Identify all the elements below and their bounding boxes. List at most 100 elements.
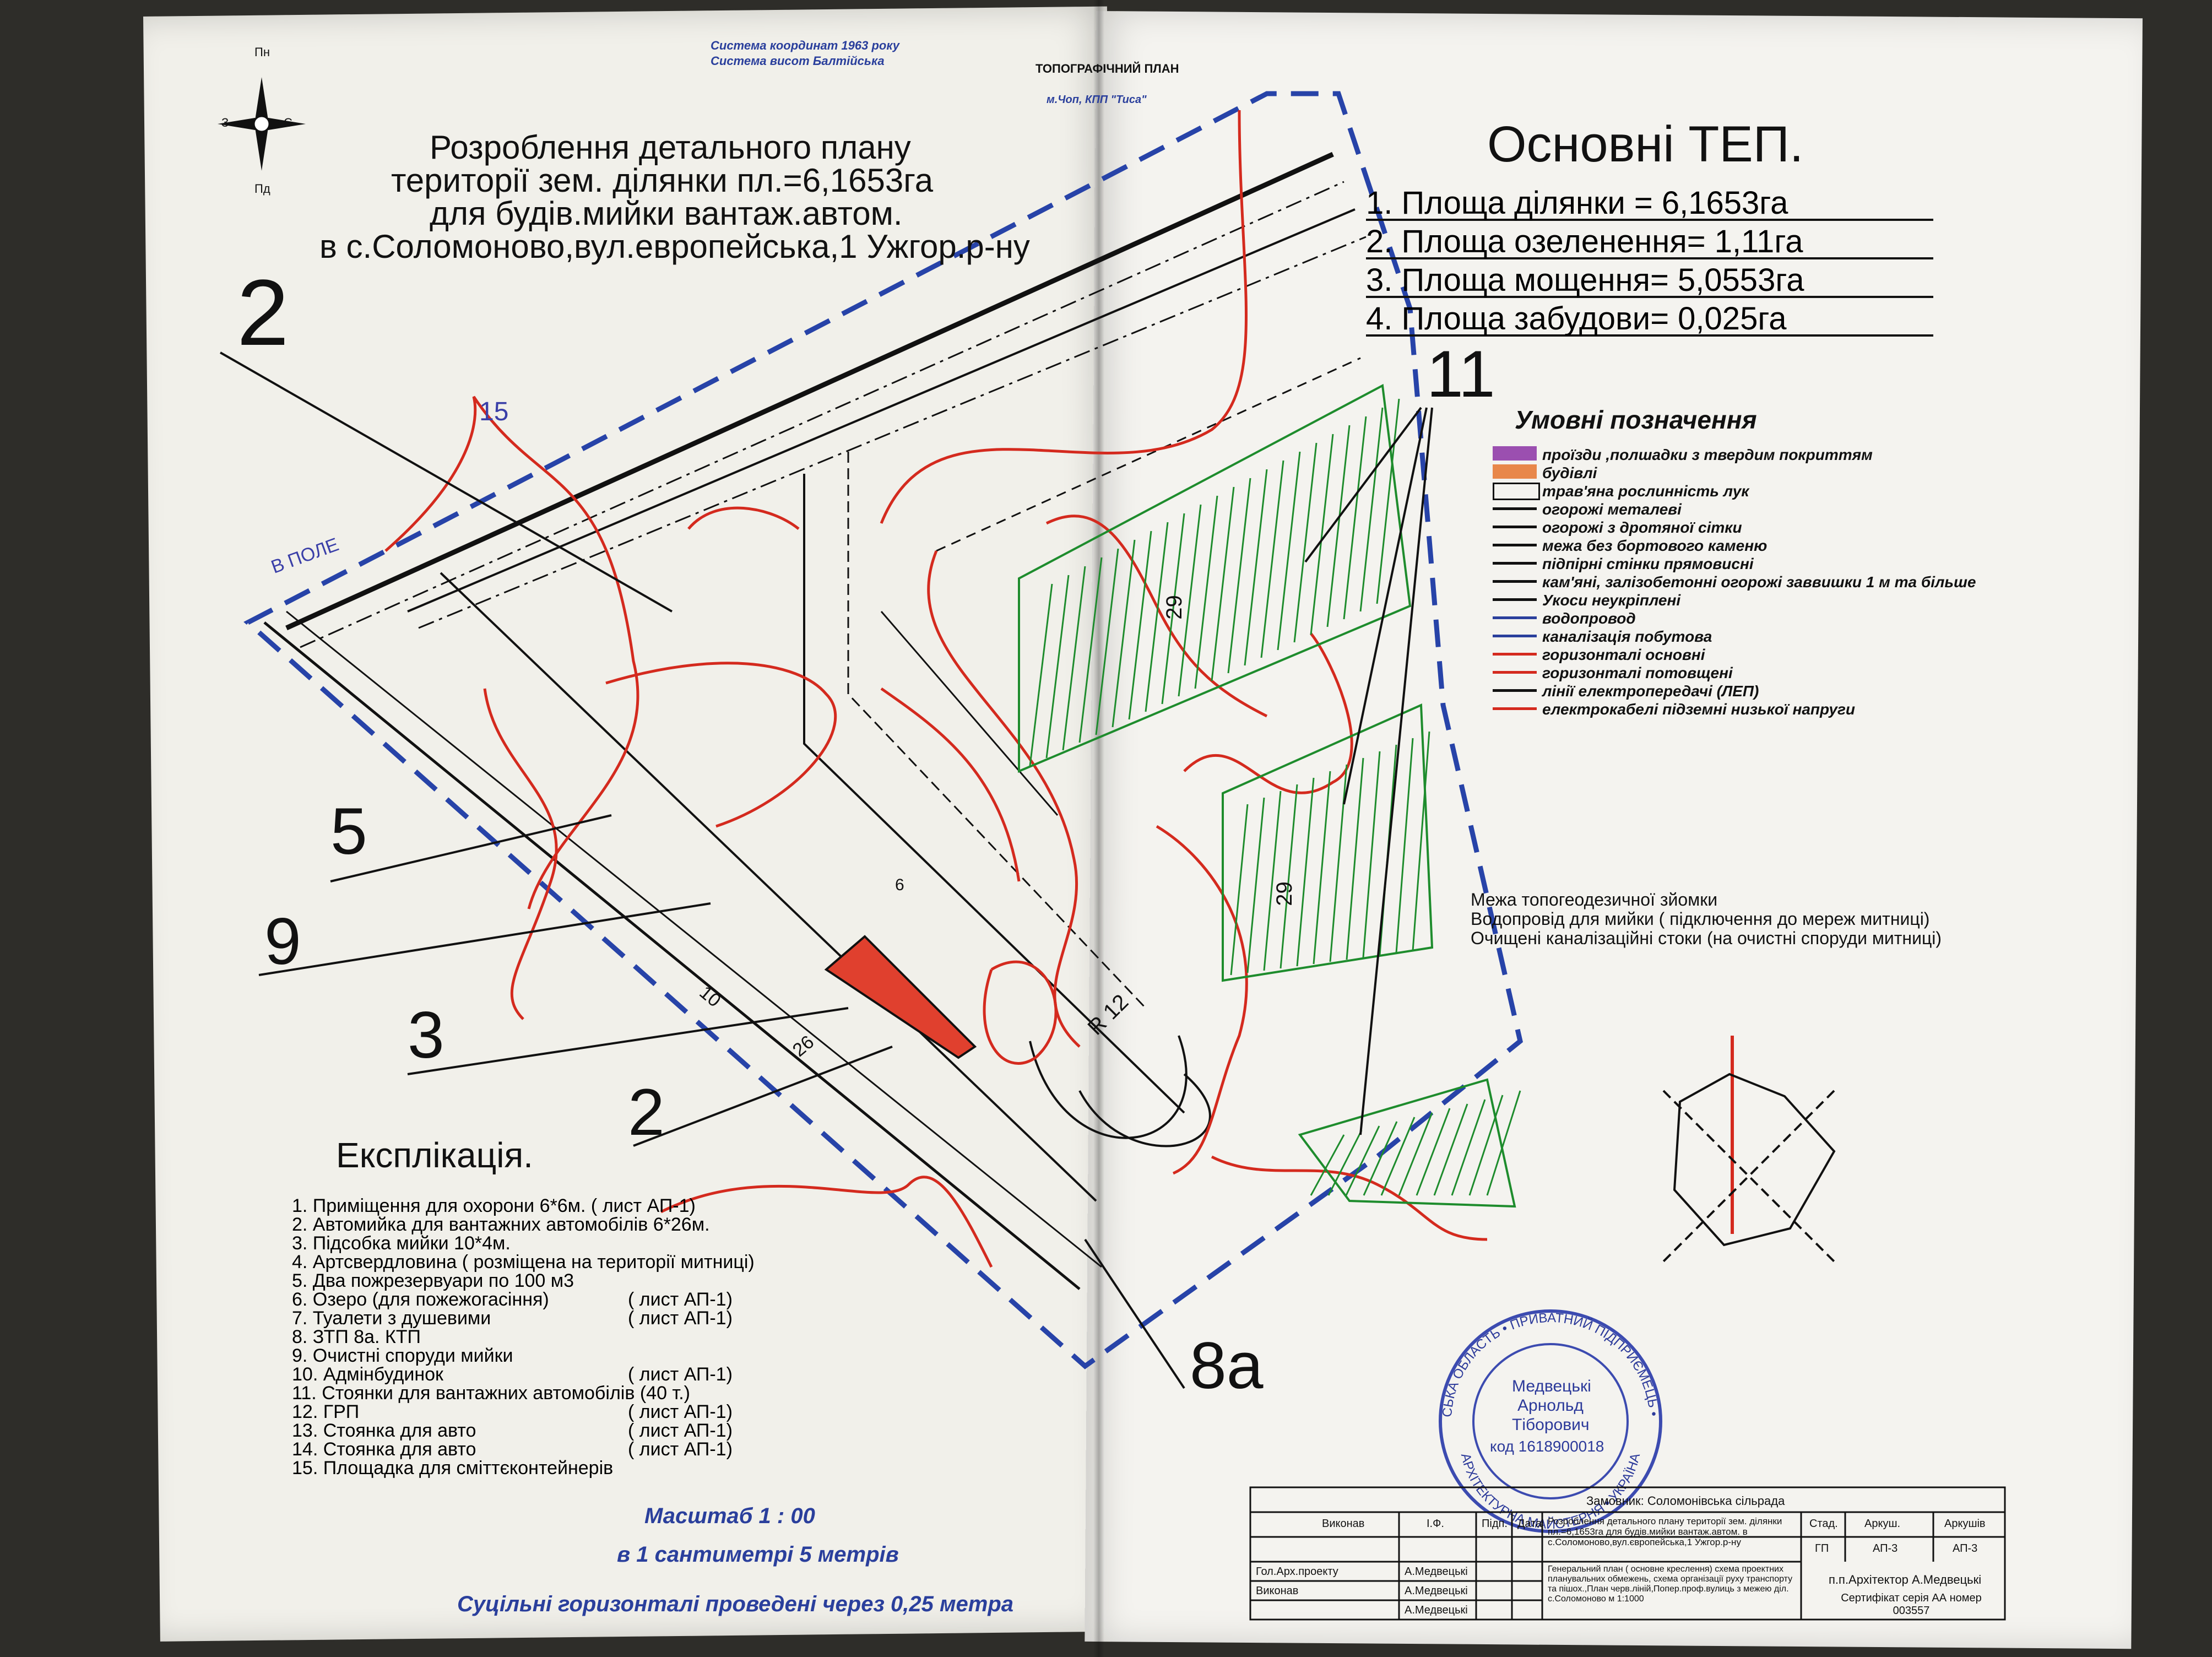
stamp-code: код 1618900018 — [1490, 1438, 1604, 1455]
legend-heading: Умовні позначення — [1515, 405, 1757, 434]
tep-row-3: 3. Площа мощення= 5,0553га — [1366, 262, 1933, 298]
hatch-line — [1293, 442, 1318, 643]
hatch-line — [1486, 1090, 1521, 1196]
legend-swatch — [1493, 519, 1537, 528]
legend-swatch — [1493, 664, 1537, 674]
project-title-4: в с.Соломоново,вул.европейська,1 Ужгор.р… — [319, 228, 1030, 265]
hatch-line — [1363, 1121, 1398, 1196]
hatch-line — [1327, 1130, 1363, 1196]
legend-item-label: горизонталі основні — [1542, 646, 1705, 663]
explication-sheet-ref: ( лист АП-1) — [628, 1401, 733, 1422]
hatch-line — [1395, 738, 1414, 954]
hatch-line — [1343, 416, 1367, 620]
plan-label-11: 11 — [1427, 337, 1495, 411]
tb-col-stad: Стад. — [1809, 1518, 1838, 1530]
car-wash-building — [824, 935, 977, 1059]
tb-col-if: І.Ф. — [1427, 1518, 1444, 1530]
tep-heading: Основні ТЕП. — [1487, 116, 1804, 172]
legend-item-label: огорожі з дротяної сітки — [1542, 519, 1742, 536]
hatch-line — [1029, 583, 1053, 766]
legend-item-label: лінії електропередачі (ЛЕП) — [1542, 683, 1759, 700]
legend-item: будівлі — [1493, 464, 1597, 482]
tb-col-pidp: Підп. — [1482, 1518, 1508, 1530]
hatch-line — [1211, 486, 1235, 681]
wind-rose-icon — [1662, 1073, 1836, 1263]
legend-swatch — [1493, 592, 1537, 601]
hatch-line — [1263, 790, 1282, 971]
legend-item-label: межа без бортового каменю — [1542, 537, 1768, 554]
explication-item: 1. Приміщення для охорони 6*6м. ( лист А… — [292, 1195, 696, 1216]
tep-row-2: 2. Площа озеленення= 1,11га — [1366, 223, 1933, 259]
tb-col-data: Дата — [1517, 1518, 1542, 1530]
legend-item-label: трав'яна рослинність лук — [1542, 483, 1749, 500]
legend-item-label: Укоси неукріплені — [1542, 592, 1681, 609]
explication-sheet-ref: ( лист АП-1) — [628, 1308, 733, 1329]
tb-row3-name: А.Медвецькі — [1405, 1604, 1468, 1616]
contour-lines — [384, 110, 1734, 1268]
hatch-line — [1244, 469, 1268, 666]
legend-item: водопровод — [1493, 610, 1636, 627]
legend-item: каналізація побутова — [1493, 628, 1712, 646]
explication-sheet-ref: ( лист АП-1) — [628, 1439, 733, 1460]
stamp-name-2: Арнольд — [1517, 1396, 1584, 1415]
legend-boundary-1: Межа топогеодезичної зйомки — [1471, 890, 1718, 909]
explication-item: 7. Туалети з душевими — [292, 1308, 491, 1329]
legend-swatch — [1493, 683, 1537, 692]
hatch-line — [1346, 757, 1364, 960]
legend-item: горизонталі потовщені — [1493, 664, 1733, 682]
hatch-line — [1260, 460, 1284, 658]
legend-swatch — [1493, 483, 1540, 500]
hatch-line — [1433, 1103, 1468, 1196]
legend-item: підпірні стінки прямовисні — [1493, 555, 1754, 573]
tb-customer: Замовник: Соломонівська сільрада — [1586, 1494, 1785, 1508]
hatch-line — [1329, 764, 1348, 962]
hatch-line — [1145, 522, 1169, 712]
legend-item: горизонталі основні — [1493, 646, 1705, 664]
legend-item-label: каналізація побутова — [1542, 628, 1712, 645]
legend-swatch — [1493, 610, 1537, 619]
explication-item: 9. Очистні споруди мийки — [292, 1345, 513, 1366]
tep-row-1-text: 1. Площа ділянки = 6,1653га — [1366, 185, 1788, 221]
plan-label-9: 9 — [264, 905, 301, 978]
tep-row-1: 1. Площа ділянки = 6,1653га — [1366, 185, 1933, 221]
explication-sheet-ref: ( лист АП-1) — [628, 1364, 733, 1385]
parking-hatch — [1029, 398, 1521, 1196]
stamp-name-3: Тіборович — [1512, 1416, 1590, 1434]
scale-cm: в 1 сантиметрі 5 метрів — [617, 1542, 899, 1567]
tb-row1-role: Гол.Арх.проекту — [1256, 1566, 1338, 1578]
explication-item: 3. Підсобка мийки 10*4м. — [292, 1233, 511, 1254]
legend-item-label: горизонталі потовщені — [1542, 664, 1733, 681]
survey-boundary — [243, 91, 1524, 1369]
hatch-line — [1078, 557, 1103, 743]
explication-item: 14. Стоянка для авто — [292, 1439, 476, 1460]
hatch-line — [1326, 425, 1351, 627]
compass-east: С — [284, 116, 292, 129]
explication-item: 6. Озеро (для пожежогасіння) — [292, 1289, 549, 1310]
plan-label-2-bottom: 2 — [628, 1075, 665, 1149]
legend-item: електрокабелі підземні низької напруги — [1493, 701, 1855, 718]
legend-swatch — [1493, 446, 1537, 461]
hatch-line — [1128, 530, 1152, 720]
hatch-line — [1380, 1117, 1416, 1196]
scale-contours: Суцільні горизонталі проведені через 0,2… — [457, 1592, 1014, 1616]
tb-sheet-desc: Генеральний план ( основне креслення) сх… — [1548, 1564, 1793, 1604]
explication-item: 12. ГРП — [292, 1401, 360, 1422]
legend-item: огорожі з дротяної сітки — [1493, 519, 1742, 537]
tb-row2-name: А.Медвецькі — [1405, 1585, 1468, 1597]
tep-row-4: 4. Площа забудови= 0,025га — [1366, 300, 1933, 337]
legend-item: Укоси неукріплені — [1493, 592, 1681, 609]
explication-item: 11. Стоянки для вантажних автомобілів (4… — [292, 1383, 690, 1404]
hatch-line — [1345, 1125, 1380, 1196]
legend-swatch — [1493, 501, 1537, 510]
tep-row-4-text: 4. Площа забудови= 0,025га — [1366, 301, 1787, 337]
hatch-line — [1296, 777, 1315, 967]
hatch-line — [1194, 495, 1218, 689]
plan-type: ТОПОГРАФІЧНИЙ ПЛАН — [1035, 62, 1179, 75]
coord-system-note: Система координат 1963 року — [711, 39, 899, 52]
hatch-line — [1112, 539, 1136, 728]
legend-item-label: підпірні стінки прямовисні — [1542, 555, 1754, 572]
tb-certificate: Сертифікат серія АА номер 003557 — [1841, 1592, 1982, 1617]
legend-item-label: огорожі металеві — [1542, 501, 1682, 518]
tb-col-vykonav: Виконав — [1322, 1518, 1365, 1530]
